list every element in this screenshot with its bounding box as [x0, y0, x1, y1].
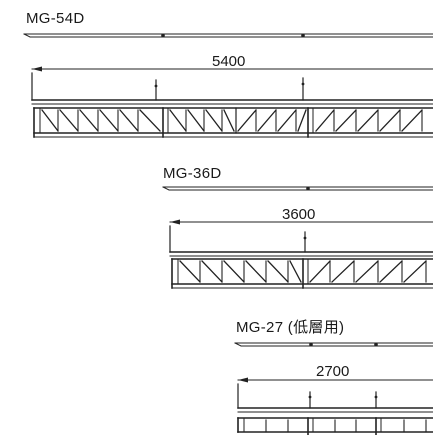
truss-mg-54d: MG-54D 5400	[23, 10, 433, 138]
dimension-label-3600: 3600	[282, 206, 315, 223]
lattice-bracing-mg-54d	[41, 109, 423, 132]
top-rail-mg-36d	[162, 186, 433, 191]
lattice-frame-mg-54d	[33, 107, 433, 138]
model-label-mg-36d: MG-36D	[163, 165, 221, 182]
model-label-mg-54d: MG-54D	[26, 10, 84, 27]
top-rail-mg-27	[234, 342, 433, 347]
lattice-frame-mg-27	[237, 417, 433, 435]
truss-mg-27: MG-27 (低層用) 2700	[234, 319, 433, 435]
top-rail-mg-54d	[23, 33, 433, 38]
dimension-line-5400	[31, 66, 433, 72]
dimension-label-5400: 5400	[212, 53, 245, 70]
dimension-label-2700: 2700	[316, 363, 349, 380]
side-view-mg-54d	[31, 72, 433, 105]
side-view-mg-27	[237, 383, 433, 413]
lattice-bracing-mg-36d	[179, 260, 427, 283]
dimension-line-2700	[237, 377, 433, 383]
dimension-line-3600	[169, 219, 433, 225]
side-view-mg-36d	[169, 225, 433, 257]
lattice-frame-mg-36d	[171, 258, 433, 289]
model-label-mg-27: MG-27 (低層用)	[236, 319, 344, 336]
truss-mg-36d: MG-36D 3600	[162, 165, 433, 289]
